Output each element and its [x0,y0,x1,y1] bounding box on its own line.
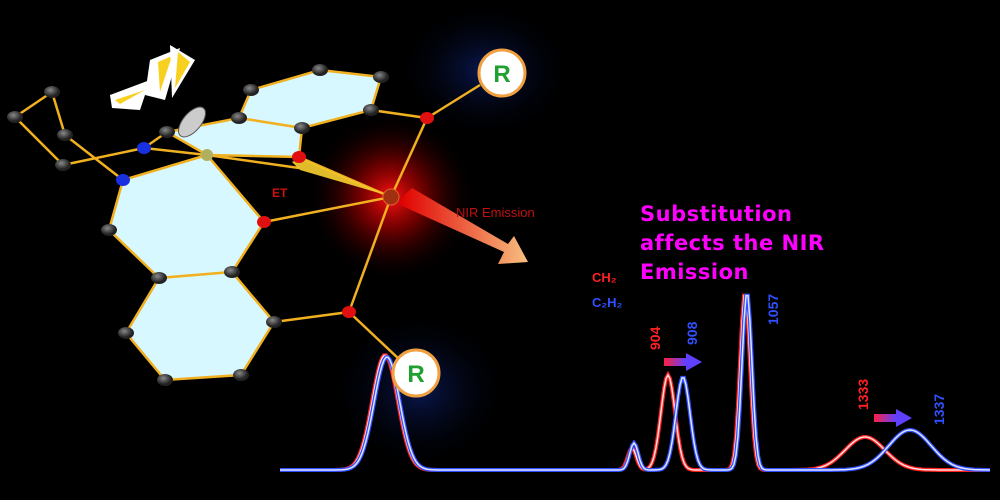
carbon-atom [159,126,175,138]
emission-spectrum [280,293,990,472]
shift-arrow-904 [664,358,686,366]
svg-text:R: R [493,61,510,88]
aromatic-ring [124,270,276,382]
carbon-atom [312,64,328,76]
boron-atom [201,149,213,161]
bond [14,116,64,166]
shift-arrow-904-head [686,353,702,371]
r-group-bottom: R [391,348,441,398]
r-group-top: R [477,48,527,98]
carbon-atom [224,266,240,278]
carbon-atom [373,71,389,83]
carbon-atom [233,369,249,381]
carbon-atom [44,86,60,98]
peak-label-1057: 1057 [765,294,781,325]
energy-transfer-bolt [292,158,386,195]
excitation-light-icon [110,45,195,110]
headline-line: Substitution [640,202,793,226]
bond [370,108,428,120]
oxygen-atom [420,112,434,124]
bond [273,310,350,324]
carbon-atom [151,272,167,284]
bond [347,196,393,313]
carbon-atom [55,159,71,171]
europium-atom [382,188,400,206]
nitrogen-atom [116,174,130,186]
bond [50,91,67,136]
peak-labels: 904 908 1057 1333 1337 [647,294,947,425]
shift-arrow-1333-head [896,409,912,427]
nitrogen-atom [137,142,151,154]
peak-label-1337: 1337 [931,394,947,425]
bond [62,146,145,167]
molecule-atoms [7,64,434,386]
carbon-atom [266,316,282,328]
carbon-atom [7,111,23,123]
bond [206,153,300,170]
aromatic-ring [107,153,266,280]
peak-label-904: 904 [647,326,663,350]
nir-emission-arrow [400,188,528,264]
bond [263,195,392,224]
bond [389,117,429,198]
carbon-atom [118,327,134,339]
carbon-atom [157,374,173,386]
legend-c2h2: C₂H₂ [592,295,623,310]
legend-ch2: CH₂ [592,270,617,285]
carbon-atom [231,112,247,124]
peak-label-1333: 1333 [855,379,871,410]
carbon-atom [57,129,73,141]
svg-text:R: R [407,361,424,388]
peak-label-908: 908 [684,321,700,345]
bond [426,83,481,120]
carbon-atom [294,122,310,134]
oxygen-atom [257,216,271,228]
oxygen-atom [342,306,356,318]
et-label: ET [272,186,288,200]
bond [14,90,53,119]
ellipsoid-atom [178,106,206,138]
carbon-atom [243,84,259,96]
oxygen-atom [292,151,306,163]
headline-line: affects the NIR [640,231,825,255]
headline-line: Emission [640,260,749,284]
bond [143,146,208,157]
bond [348,311,401,361]
carbon-atom [363,104,379,116]
c2h2-spectrum-curve-highlight [280,294,990,471]
nir-emission-label: NIR Emission [456,205,535,220]
headline: Substitution affects the NIR Emission [640,200,825,287]
bond [298,155,392,199]
shift-arrow-1333 [874,414,896,422]
carbon-atom [101,224,117,236]
